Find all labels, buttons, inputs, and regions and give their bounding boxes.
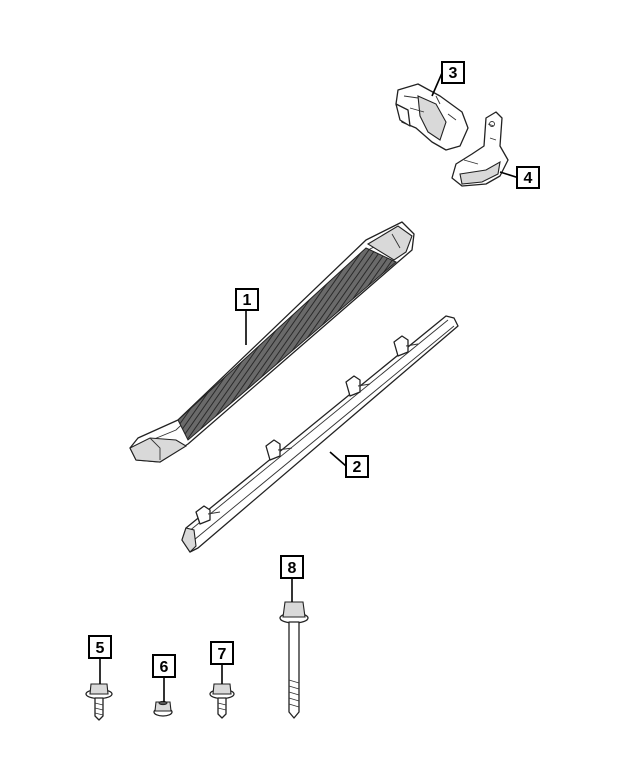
callout-3: 3 <box>441 61 465 84</box>
callout-6: 6 <box>152 654 176 678</box>
callout-label-8: 8 <box>288 560 297 577</box>
step-board-part-1 <box>129 221 415 463</box>
callout-label-7: 7 <box>218 646 227 663</box>
leader-line-4 <box>499 171 520 179</box>
callout-7: 7 <box>210 641 234 665</box>
callout-8: 8 <box>280 555 304 579</box>
mounting-rail-part-2 <box>181 315 459 553</box>
long-bolt-part-8 <box>279 601 309 719</box>
callout-label-4: 4 <box>524 170 533 187</box>
callout-label-5: 5 <box>96 640 105 657</box>
callout-5: 5 <box>88 635 112 659</box>
callout-1: 1 <box>235 288 259 311</box>
callout-label-6: 6 <box>160 659 169 676</box>
callout-4: 4 <box>516 166 540 189</box>
flange-nut-part-6 <box>153 700 173 717</box>
bracket-part-3 <box>395 83 469 151</box>
callout-2: 2 <box>345 455 369 478</box>
flange-bolt-part-7 <box>209 683 235 719</box>
bracket-part-4 <box>451 111 509 187</box>
leader-line-2 <box>329 451 347 467</box>
callout-label-3: 3 <box>449 65 458 82</box>
flange-bolt-part-5 <box>85 683 113 721</box>
callout-label-2: 2 <box>353 459 362 476</box>
leader-line-3 <box>431 72 443 97</box>
callout-label-1: 1 <box>243 292 252 309</box>
